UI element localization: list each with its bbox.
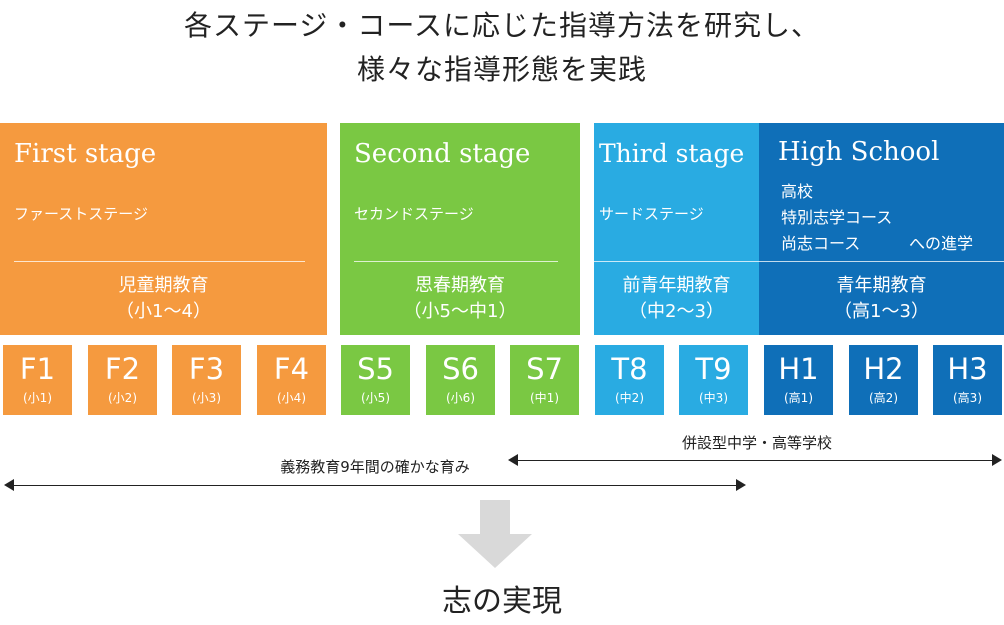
header-line-2: 様々な指導形態を実践 [356,53,647,86]
high-school-period-label: 青年期教育 [836,275,927,296]
third-stage-title: Third stage [599,139,745,168]
grade-sub: (高2) [869,391,898,405]
high-school-block: High School 高校 特別志学コース 尚志コース への進学 青年期教育 … [759,123,1004,335]
grade-code: T8 [611,352,648,386]
grade-code: S7 [526,352,563,386]
compulsory-arrow-left-head [4,479,14,491]
grade-code: F4 [273,352,310,386]
third-stage-block: Third stage サードステージ 前青年期教育 （中2〜3） [594,123,759,335]
grade-code: F1 [19,352,56,386]
grade-code: F3 [188,352,225,386]
grade-box-s5: S5 (小5) [341,345,410,415]
grade-code: H1 [778,352,819,386]
grade-sub: (中3) [699,391,728,405]
compulsory-arrow-line [12,485,736,486]
grade-code: S5 [357,352,394,386]
grade-box-s7: S7 (中1) [510,345,579,415]
grade-sub: (高1) [784,391,813,405]
first-stage-block: First stage ファーストステージ 児童期教育 （小1〜4） [0,123,327,335]
down-arrow-icon [458,500,532,568]
second-stage-subtitle: セカンドステージ [354,205,474,223]
high-school-sub-2: 特別志学コース [781,208,893,227]
second-stage-period: 思春期教育 （小5〜中1） [340,273,580,325]
third-stage-period-label: 前青年期教育 [622,275,731,296]
grade-box-f3: F3 (小3) [172,345,241,415]
third-stage-subtitle: サードステージ [599,205,704,223]
grade-box-h2: H2 (高2) [849,345,918,415]
third-stage-period: 前青年期教育 （中2〜3） [594,273,759,325]
grade-box-t8: T8 (中2) [595,345,664,415]
high-school-sub-3a: 尚志コース [781,234,861,253]
grade-sub: (小5) [361,391,390,405]
combined-arrow-right-head [992,454,1002,466]
second-stage-divider [354,261,558,262]
grade-box-h3: H3 (高3) [933,345,1002,415]
grade-sub: (小4) [277,391,306,405]
grade-sub: (小6) [446,391,475,405]
first-stage-subtitle: ファーストステージ [14,205,148,223]
first-stage-title: First stage [14,139,157,169]
second-stage-title: Second stage [354,139,531,169]
grade-sub: (小2) [108,391,137,405]
grade-box-f4: F4 (小4) [257,345,326,415]
high-school-period-range: （高1〜3） [834,301,929,322]
grade-sub: (中1) [530,391,559,405]
grade-code: T9 [695,352,732,386]
grade-box-t9: T9 (中3) [679,345,748,415]
grade-code: S6 [442,352,479,386]
grade-box-f1: F1 (小1) [3,345,72,415]
second-stage-block: Second stage セカンドステージ 思春期教育 （小5〜中1） [340,123,580,335]
high-school-sub-1: 高校 [781,182,814,201]
first-stage-period-label: 児童期教育 [118,275,209,296]
first-stage-period-range: （小1〜4） [116,301,211,322]
second-stage-period-label: 思春期教育 [415,275,505,296]
header-line-1: 各ステージ・コースに応じた指導方法を研究し、 [183,9,821,42]
first-stage-divider [14,261,305,262]
second-stage-period-range: （小5〜中1） [403,301,517,322]
combined-arrow-line [516,460,992,461]
grade-box-h1: H1 (高1) [764,345,833,415]
grade-code: H3 [947,352,988,386]
high-school-period: 青年期教育 （高1〜3） [759,273,1004,325]
first-stage-period: 児童期教育 （小1〜4） [0,273,327,325]
grade-box-f2: F2 (小2) [88,345,157,415]
grade-box-s6: S6 (小6) [426,345,495,415]
grade-code: H2 [863,352,904,386]
compulsory-education-label: 義務教育9年間の確かな育み [280,458,470,476]
grade-code: F2 [104,352,141,386]
combined-arrow-left-head [508,454,518,466]
grade-sub: (高3) [953,391,982,405]
grade-sub: (中2) [615,391,644,405]
compulsory-arrow-right-head [736,479,746,491]
high-school-title: High School [778,137,940,167]
third-stage-divider [594,261,759,262]
grade-sub: (小3) [192,391,221,405]
high-school-divider [759,261,1004,262]
combined-school-label: 併設型中学・高等学校 [681,434,832,452]
final-goal: 志の実現 [442,584,562,619]
grade-sub: (小1) [23,391,52,405]
high-school-sub-3b: への進学 [909,234,974,253]
third-stage-period-range: （中2〜3） [629,301,724,322]
